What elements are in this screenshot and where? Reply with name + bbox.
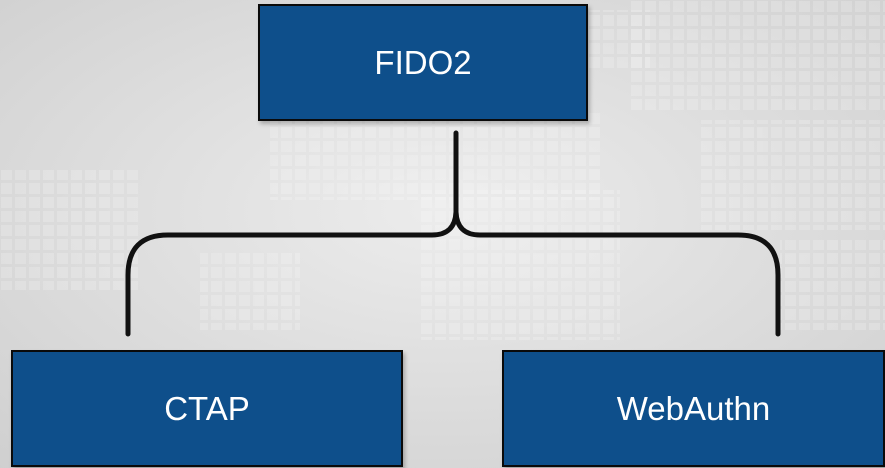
webauthn-label: WebAuthn <box>616 389 771 427</box>
ctap-node: CTAP <box>11 350 403 467</box>
webauthn-node: WebAuthn <box>502 350 885 467</box>
ctap-label: CTAP <box>164 389 250 427</box>
fido2-label: FIDO2 <box>374 43 472 81</box>
fido2-node: FIDO2 <box>258 4 588 121</box>
